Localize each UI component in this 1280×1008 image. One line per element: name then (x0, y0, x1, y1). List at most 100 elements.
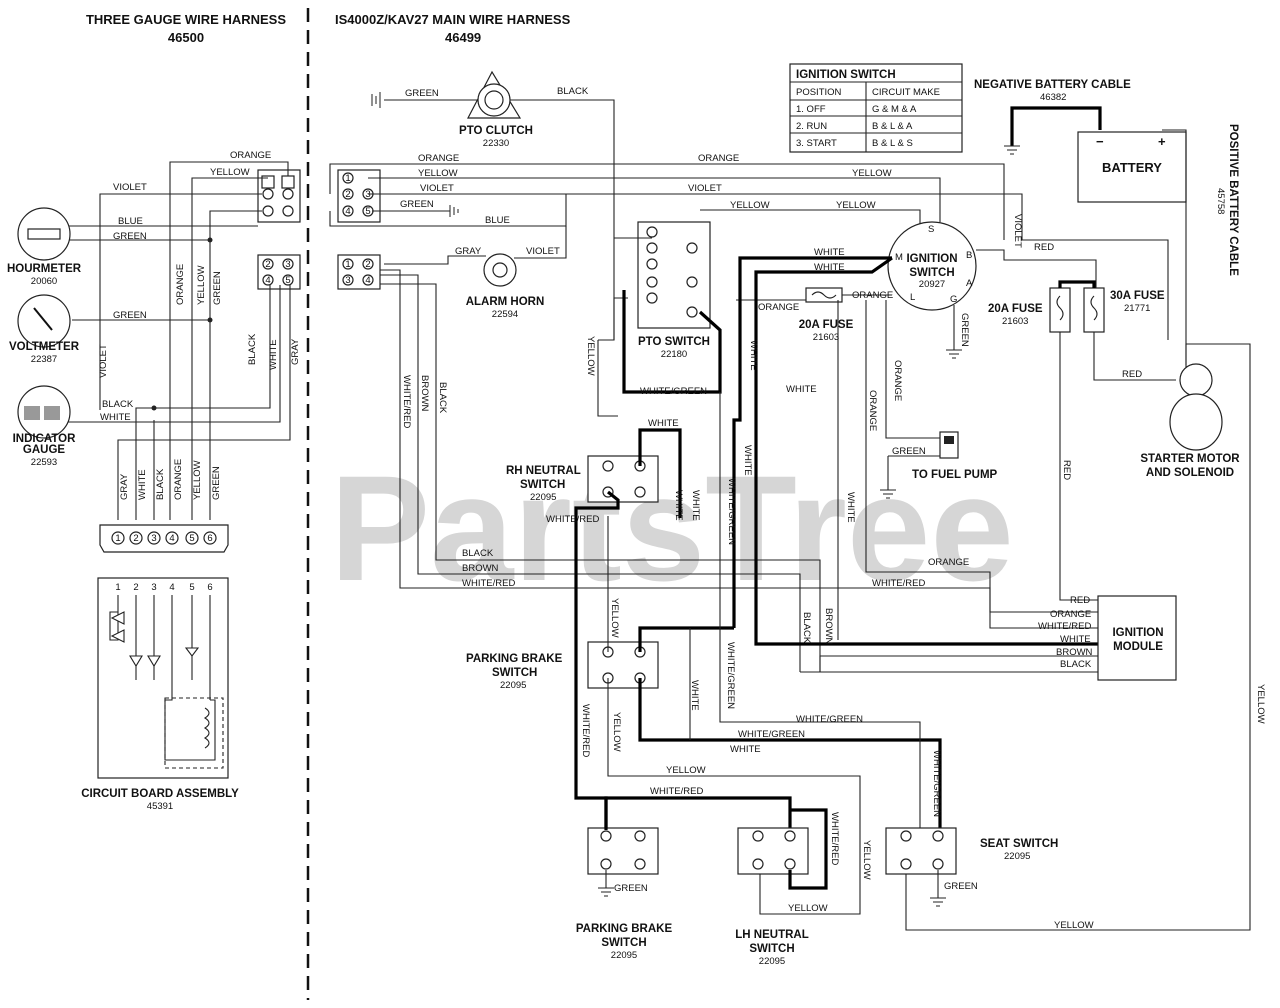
ground-icon (946, 349, 962, 359)
fuse-20a-b-body (1049, 287, 1071, 333)
wire-label: WHITE (689, 680, 700, 711)
wire-label: BLACK (247, 333, 258, 365)
left-harness-pn: 46500 (168, 30, 204, 45)
starter-solenoid (1179, 363, 1213, 397)
wire-heavy-white-red-2 (604, 796, 792, 830)
wire-label: RED (1122, 369, 1142, 380)
wire-red (1093, 332, 1176, 381)
gauge-conn-b-pin (262, 274, 274, 286)
wire-label: RED (1070, 595, 1090, 606)
wire-label: YELLOW (1054, 920, 1094, 931)
wire-label: WHITE (137, 469, 148, 500)
battery-name: BATTERY (1102, 160, 1162, 175)
wire-label: BLACK (1060, 659, 1092, 670)
switch-terminal (900, 858, 912, 870)
hourmeter-name: HOURMETER (7, 263, 82, 275)
ignition-table-pos: 3. START (796, 138, 837, 149)
fuse-20a-name: 20A FUSE (799, 319, 854, 331)
wire-label: WHITE/RED (580, 704, 591, 757)
switch-terminal (600, 830, 612, 842)
starter-motor (1169, 393, 1223, 451)
wire-yellow (597, 340, 618, 417)
switch-terminal (602, 460, 614, 472)
ignition-switch-body (887, 221, 977, 311)
wire-label: GREEN (211, 466, 222, 500)
wire-yellow-2 (700, 209, 921, 230)
fuse-20a-b-pn: 21603 (1002, 316, 1028, 327)
parking-brake-lower-name-2: SWITCH (601, 937, 646, 949)
pto-clutch-name: PTO CLUTCH (459, 125, 533, 137)
fuel-pump-name: TO FUEL PUMP (912, 469, 998, 481)
svg-text:1: 1 (115, 582, 120, 593)
wire-white (68, 285, 281, 423)
wire-label: YELLOW (585, 336, 596, 376)
wire-violet (368, 193, 1169, 340)
wire-label: WHITE/GREEN (931, 750, 942, 817)
ignition-table-make: B & L & S (872, 138, 913, 149)
wire-label: GRAY (455, 246, 482, 257)
ign-terminal-b: B (966, 250, 972, 261)
wire-label: YELLOW (788, 903, 828, 914)
switch-terminal (752, 830, 764, 842)
svg-text:4: 4 (169, 582, 174, 593)
svg-text:6: 6 (207, 582, 212, 593)
switch-terminal (932, 830, 944, 842)
wire-green (209, 210, 262, 520)
ignition-module-name: IGNITION (1112, 627, 1163, 639)
wire-label: GREEN (959, 313, 970, 347)
wire-label: GREEN (113, 231, 147, 242)
pin-label: 2 (265, 259, 270, 270)
wire-white-red (838, 587, 1098, 629)
main-conn-a-pin (342, 205, 354, 217)
rh-neutral-name-2: SWITCH (520, 479, 565, 491)
wire-black (510, 99, 615, 340)
wire-label: ORANGE (175, 264, 186, 305)
main-conn-a-pin (342, 188, 354, 200)
gauge-conn-a-pin (262, 188, 274, 200)
wire-label: BROWN (462, 563, 499, 574)
wire-label: ORANGE (173, 459, 184, 500)
wire-label: WHITE (845, 492, 856, 523)
wire-label: BLACK (437, 382, 448, 414)
ignition-table-make: B & L & A (872, 121, 913, 132)
fuse-30a-pn: 21771 (1124, 303, 1150, 314)
neg-cable-name: NEGATIVE BATTERY CABLE (974, 79, 1131, 91)
gauge-conn-b-pin (262, 258, 274, 270)
wire-label: ORANGE (758, 302, 799, 313)
wire-label: WHITE (742, 445, 753, 476)
pto-switch-body (637, 221, 711, 329)
switch-terminal (932, 858, 944, 870)
wire-white-red (380, 269, 838, 589)
negative-cable (1010, 106, 1102, 146)
positive-cable (1162, 129, 1187, 372)
pto-switch-pn: 22180 (661, 349, 687, 360)
wire-label: BROWN (1056, 647, 1093, 658)
alarm-horn-center (492, 262, 508, 278)
switch-terminal (752, 858, 764, 870)
wire-label: YELLOW (836, 200, 876, 211)
wire-label: BROWN (419, 375, 430, 412)
switch-terminal (634, 858, 646, 870)
ignition-switch-name-2: SWITCH (909, 267, 954, 279)
six-pin-terminals (111, 531, 217, 545)
indicator-lamp (44, 406, 60, 420)
wire-label: BLUE (118, 216, 143, 227)
pin-label: 2 (365, 259, 370, 270)
wire-label: WHITE (1060, 634, 1091, 645)
wire-label: WHITE/GREEN (640, 386, 707, 397)
ignition-module-name-2: MODULE (1113, 641, 1163, 653)
gauge-conn-a-pin (281, 175, 295, 189)
wire-label: WHITE (100, 412, 131, 423)
wire-brown (380, 274, 801, 672)
wire-label: ORANGE (698, 153, 739, 164)
wire-label: WHITE (814, 247, 845, 258)
ignition-table-col1: POSITION (796, 87, 842, 98)
ignition-switch-name: IGNITION (906, 253, 957, 265)
pin-label: 3 (285, 259, 290, 270)
wire-gray (117, 285, 291, 520)
wire-label: WHITE (748, 340, 759, 371)
pin-label: 5 (189, 533, 194, 544)
wire-black-drop (380, 283, 821, 672)
wire-yellow (905, 343, 1251, 931)
fuse-element (1056, 295, 1064, 321)
